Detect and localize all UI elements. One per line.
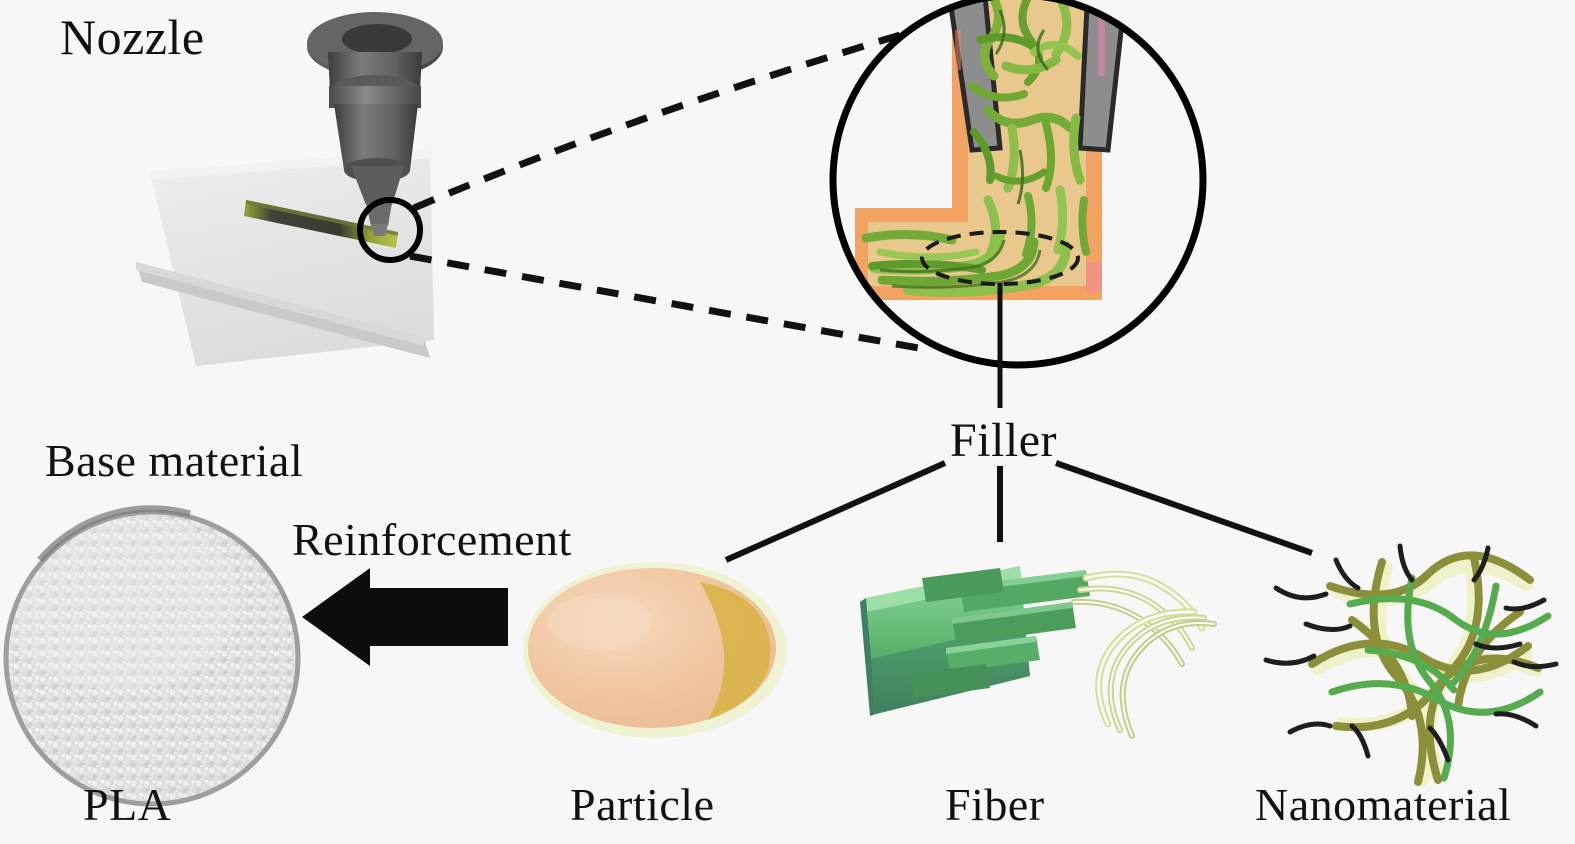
nozzle-assembly (307, 12, 443, 236)
label-fiber: Fiber (945, 779, 1045, 830)
branch-to-nanomaterial (1055, 460, 1313, 556)
nanomaterial-network (1263, 543, 1559, 787)
callout-circle-large (829, 0, 1207, 369)
particle-pile (523, 562, 787, 738)
callout-leader-lines (409, 31, 931, 354)
filler-branch-lines (724, 460, 1313, 563)
label-nozzle: Nozzle (60, 9, 205, 65)
pla-pellets (3, 505, 301, 807)
callout-circle-small (357, 197, 423, 263)
reinforcement-arrow (302, 568, 508, 666)
label-nanomaterial: Nanomaterial (1255, 779, 1512, 830)
label-filler: Filler (950, 414, 1057, 467)
label-base-material: Base material (45, 435, 304, 486)
branch-to-particle (724, 460, 947, 563)
fiber-bundle (860, 566, 1217, 739)
label-particle: Particle (570, 779, 715, 830)
aligned-fiber-highlight (920, 230, 1080, 286)
label-pla: PLA (83, 779, 172, 830)
label-reinforcement: Reinforcement (292, 514, 572, 565)
magnified-nozzle-cross-section (829, 0, 1207, 369)
